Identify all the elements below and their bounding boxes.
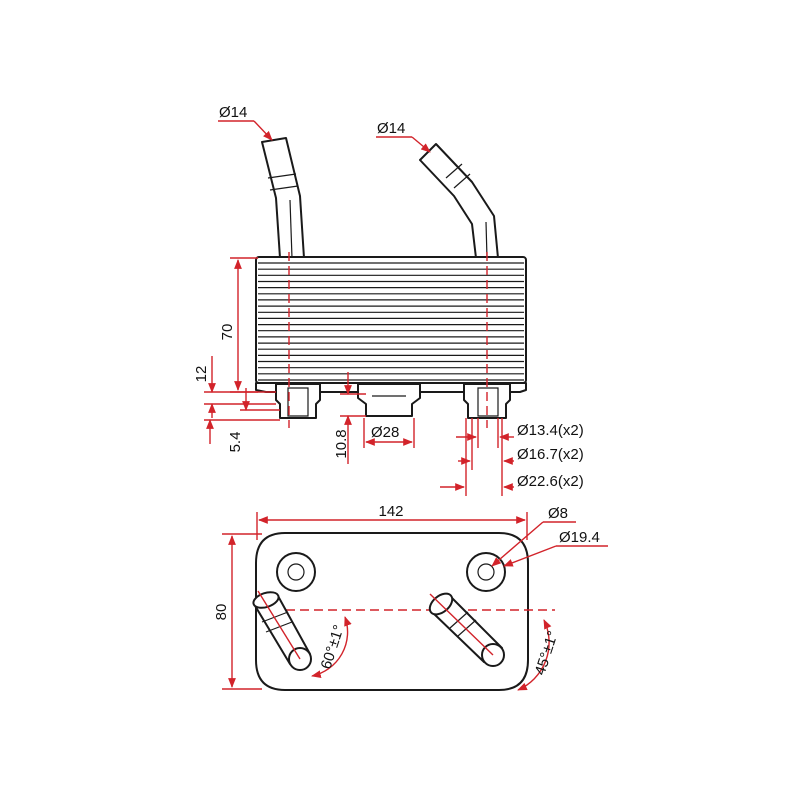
left-port-spigot [275, 383, 321, 419]
right-inlet-diameter-callout: Ø14 [376, 120, 431, 153]
left-inlet-diameter-callout: Ø14 [218, 104, 273, 141]
boss-diameter-label: Ø28 [371, 424, 399, 441]
boss-diameter-callout: Ø19.4 [503, 529, 608, 567]
spigot-height-dimension: 5.4 [204, 388, 280, 452]
right-bolt-boss [466, 552, 506, 592]
bolt-hole-diameter-label: Ø8 [548, 505, 568, 522]
left-inlet-pipe [261, 137, 305, 259]
plate-width-dimension: 80 [213, 533, 262, 690]
left-inlet-diameter-label: Ø14 [219, 104, 247, 121]
boss-height-dimension: 10.8 [333, 372, 366, 464]
left-bolt-boss [276, 552, 316, 592]
right-inlet-diameter-label: Ø14 [377, 120, 405, 137]
port-diameter-2-label: Ø16.7(x2) [517, 446, 584, 463]
core-height-label: 70 [219, 324, 236, 341]
core-height-dimension: 70 [219, 257, 258, 393]
port-diameter-1-label: Ø13.4(x2) [517, 422, 584, 439]
right-angle-label: 45°±1° [532, 629, 562, 677]
center-boss [357, 383, 421, 417]
base-height-label: 12 [193, 366, 210, 383]
top-boss-diameter-label: Ø19.4 [559, 529, 600, 546]
boss-height-label: 10.8 [333, 429, 350, 458]
plate-width-label: 80 [213, 604, 230, 621]
plate-length-dimension: 142 [256, 503, 528, 540]
spigot-height-label: 5.4 [227, 432, 244, 453]
bolt-hole-diameter-callout: Ø8 [491, 505, 576, 567]
base-height-dimension: 12 [193, 356, 276, 418]
plate-length-label: 142 [378, 503, 403, 520]
top-view: 142 80 Ø8 Ø19.4 [213, 503, 608, 691]
boss-diameter-dimension: Ø28 [363, 418, 415, 448]
right-inlet-pipe [419, 143, 499, 259]
port-diameter-dimensions: Ø13.4(x2) Ø16.7(x2) Ø22.6(x2) [440, 418, 584, 496]
cooler-core-body [255, 256, 527, 384]
port-diameter-3-label: Ø22.6(x2) [517, 473, 584, 490]
core-fins [258, 262, 524, 381]
side-view: Ø14 Ø14 70 12 5.4 [193, 104, 584, 496]
